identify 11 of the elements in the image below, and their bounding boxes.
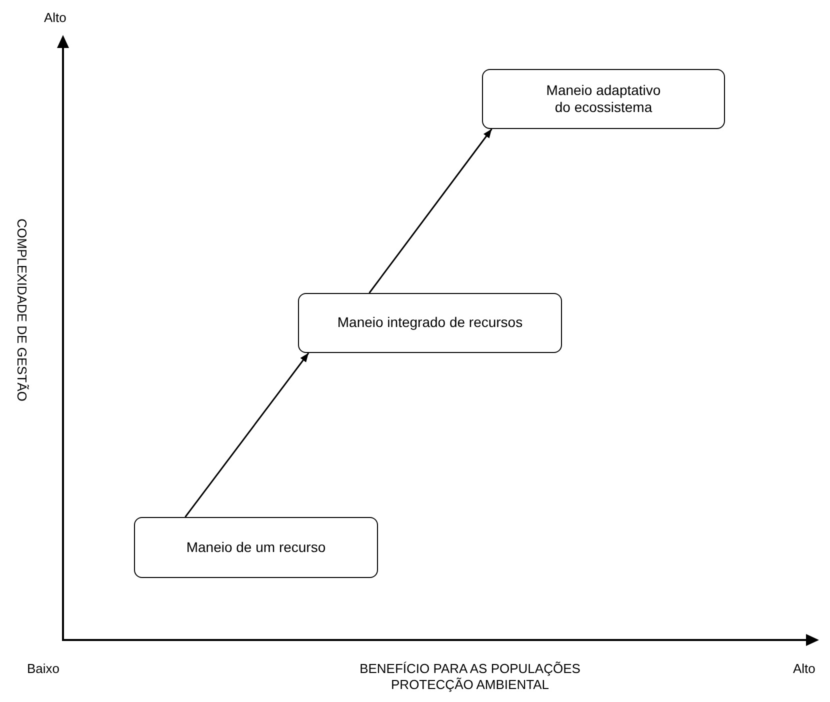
- process-box: Maneio integrado de recursos: [298, 293, 562, 353]
- process-box: Maneio adaptativo do ecossistema: [482, 69, 725, 129]
- axis-label: Baixo: [27, 661, 60, 676]
- axis-label: COMPLEXIDADE DE GESTÃO: [14, 218, 30, 402]
- arrow: [184, 352, 310, 518]
- axis-label: PROTECÇÃO AMBIENTAL: [391, 677, 549, 692]
- process-box: Maneio de um recurso: [134, 517, 378, 578]
- axis-label: BENEFÍCIO PARA AS POPULAÇÕES: [360, 661, 580, 676]
- arrow: [368, 128, 492, 294]
- axis-label: Alto: [44, 10, 66, 25]
- axis-label: Alto: [793, 661, 816, 676]
